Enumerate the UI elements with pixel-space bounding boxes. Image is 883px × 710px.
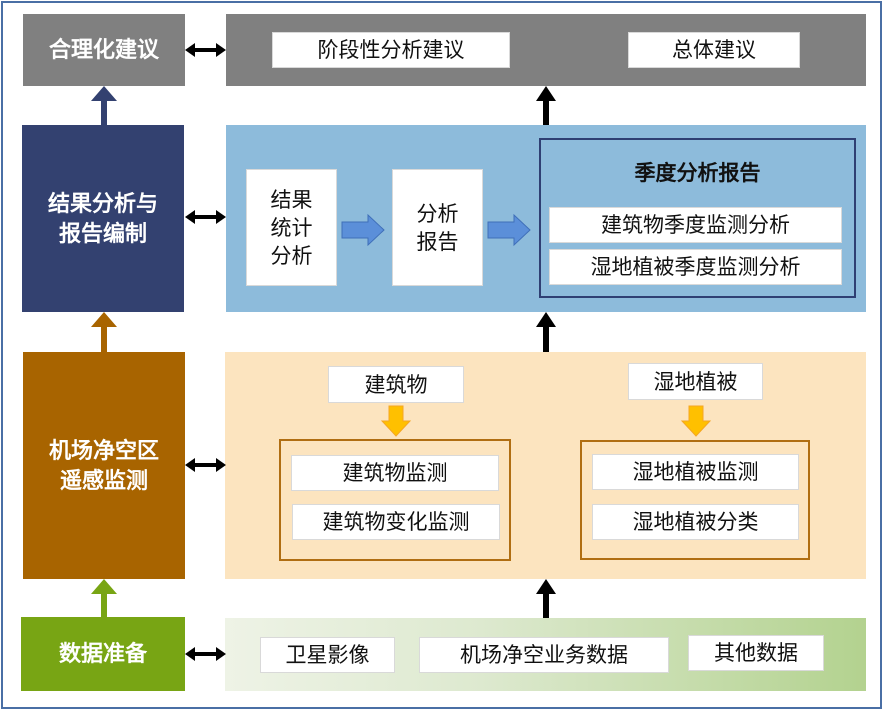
monitor-item-wetland-classification: 湿地植被分类 (592, 504, 799, 540)
data-item-satellite-label: 卫星影像 (285, 643, 370, 667)
report-flow-report: 分析 报告 (392, 169, 483, 286)
down-arrow-wetland (680, 405, 712, 437)
monitor-item-wetland-monitoring: 湿地植被监测 (592, 454, 799, 490)
bidirectional-arrow-monitor (185, 458, 226, 472)
stage-data-label: 数据准备 (58, 641, 147, 667)
advice-item-overall: 总体建议 (628, 32, 800, 68)
report-flow-report-label: 分析 报告 (416, 201, 459, 254)
stage-advice-box: 合理化建议 (23, 14, 185, 86)
up-arrow-data-to-monitor (91, 579, 117, 617)
monitor-item-building-change-label: 建筑物变化监测 (322, 510, 470, 534)
data-item-other: 其他数据 (688, 635, 824, 671)
advice-item-phase: 阶段性分析建议 (272, 32, 510, 68)
quarterly-item-building-label: 建筑物季度监测分析 (601, 213, 790, 237)
bidirectional-arrow-data (185, 647, 226, 661)
up-arrow-report-to-advice (91, 86, 117, 126)
flow-arrow-right-2 (487, 213, 531, 247)
monitor-group-wetland (580, 440, 810, 560)
report-flow-stats: 结果 统计 分析 (246, 169, 337, 286)
monitor-source-wetland: 湿地植被 (628, 363, 763, 400)
monitor-source-building-label: 建筑物 (364, 372, 428, 397)
monitor-item-building-monitoring: 建筑物监测 (291, 455, 499, 491)
monitor-item-wetland-classification-label: 湿地植被分类 (632, 510, 759, 534)
monitor-source-building: 建筑物 (328, 366, 464, 403)
advice-item-phase-label: 阶段性分析建议 (317, 38, 465, 62)
stage-report-box: 结果分析与 报告编制 (22, 125, 184, 312)
monitor-source-wetland-label: 湿地植被 (653, 369, 738, 394)
report-flow-stats-label: 结果 统计 分析 (270, 187, 313, 268)
stage-advice-label: 合理化建议 (48, 37, 159, 63)
stage-monitor-label: 机场净空区 遥感监测 (48, 437, 159, 494)
stage-data-box: 数据准备 (21, 617, 185, 691)
data-item-satellite: 卫星影像 (260, 637, 395, 673)
up-arrow-data-panel-to-monitor-panel (536, 579, 556, 618)
data-item-other-label: 其他数据 (714, 641, 798, 665)
data-item-business: 机场净空业务数据 (419, 637, 669, 673)
down-arrow-building (380, 405, 412, 437)
bidirectional-arrow-advice (185, 43, 226, 57)
monitor-item-building-monitoring-label: 建筑物监测 (342, 461, 448, 485)
quarterly-item-wetland: 湿地植被季度监测分析 (549, 249, 842, 285)
monitor-group-building (279, 439, 511, 561)
up-arrow-monitor-panel-to-report-panel (536, 312, 556, 352)
monitor-item-wetland-monitoring-label: 湿地植被监测 (632, 460, 759, 484)
bidirectional-arrow-report (185, 210, 226, 224)
data-item-business-label: 机场净空业务数据 (460, 643, 628, 667)
quarterly-report-title: 季度分析报告 (634, 160, 761, 185)
quarterly-item-building: 建筑物季度监测分析 (549, 207, 842, 243)
flow-arrow-right-1 (341, 213, 385, 247)
monitor-item-building-change: 建筑物变化监测 (292, 504, 500, 540)
quarterly-item-wetland-label: 湿地植被季度监测分析 (590, 255, 801, 279)
stage-report-label: 结果分析与 报告编制 (47, 190, 158, 247)
up-arrow-monitor-to-report (91, 312, 117, 352)
stage-monitor-box: 机场净空区 遥感监测 (23, 352, 185, 579)
advice-item-overall-label: 总体建议 (672, 38, 756, 62)
up-arrow-report-panel-to-advice-panel (536, 86, 556, 125)
